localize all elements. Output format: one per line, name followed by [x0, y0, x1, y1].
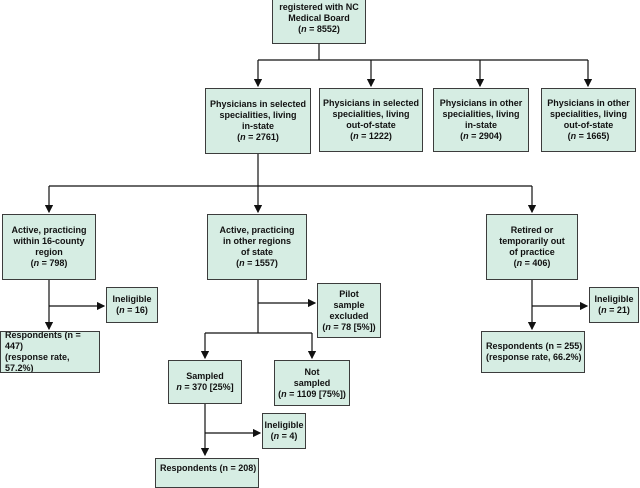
sampled-line-1: Sampled	[186, 371, 224, 381]
notsampled-count: 1109 [75%]	[296, 388, 343, 399]
node-ineligible-4: Ineligible (n = 4)	[262, 413, 306, 449]
node-pilot-excluded: Pilot sample excluded (n = 78 [5%])	[317, 283, 381, 338]
activeother-line-2: in other regions	[222, 236, 291, 246]
node-ineligible-21: Ineligible (n = 21)	[589, 287, 639, 323]
othin-line-3: in-state	[464, 120, 497, 130]
retired-line-3: of practice	[509, 247, 555, 257]
inel16-line-1: Ineligible	[112, 294, 152, 304]
inel16-count: 16	[134, 305, 145, 315]
node-registered-physicians: registered with NC Medical Board (n = 85…	[272, 0, 366, 44]
othout-line-2: specialities, living	[549, 109, 628, 119]
active16-count: 798	[49, 258, 65, 268]
node-other-in-state: Physicians in other specialities, living…	[433, 88, 529, 152]
active16-line-3: region	[35, 247, 63, 257]
selout-line-1: Physicians in selected	[322, 98, 420, 108]
inel4-line-1: Ineligible	[264, 420, 304, 430]
node-active-16-county: Active, practicing within 16-county regi…	[2, 214, 96, 280]
resp447-line-1: Respondents (n = 447)	[5, 331, 81, 351]
node-respondents-208: Respondents (n = 208)	[155, 458, 259, 488]
activeother-line-1: Active, practicing	[219, 225, 295, 235]
node-selected-in-state: Physicians in selected specialities, liv…	[205, 88, 311, 154]
node-retired: Retired or temporarily out of practice (…	[486, 214, 578, 280]
selin-count: 2761	[255, 132, 276, 142]
node-active-other-regions: Active, practicing in other regions of s…	[207, 214, 307, 280]
retired-line-1: Retired or	[510, 225, 554, 235]
resp447-line-2: (response rate, 57.2%)	[5, 352, 70, 373]
resp208-line-1: Respondents (n = 208)	[160, 463, 257, 473]
othout-line-3: out-of-state	[563, 120, 614, 130]
node-selected-out-of-state: Physicians in selected specialities, liv…	[319, 88, 423, 152]
resp255-line-2: (response rate, 66.2%)	[486, 352, 582, 362]
retired-count: 406	[532, 258, 548, 268]
active16-line-2: within 16-county	[13, 236, 85, 246]
node-respondents-255: Respondents (n = 255) (response rate, 66…	[481, 331, 585, 373]
notsampled-line-2: sampled	[293, 377, 331, 388]
notsampled-line-1: Not	[304, 366, 320, 377]
node-not-sampled: Not sampled (n = 1109 [75%])	[274, 360, 350, 406]
othin-line-2: specialities, living	[442, 109, 520, 119]
othin-line-1: Physicians in other	[439, 98, 523, 108]
selout-line-3: out-of-state	[346, 120, 396, 130]
selin-line-3: in-state	[241, 121, 274, 131]
selout-line-2: specialities, living	[332, 109, 410, 119]
selin-line-2: specialities, living	[219, 110, 297, 120]
othout-count: 1665	[586, 131, 607, 141]
retired-line-2: temporarily out	[499, 236, 565, 246]
pilot-line-3: excluded	[329, 310, 369, 321]
root-count: 8552	[316, 23, 337, 34]
pilot-line-2: sample	[333, 299, 365, 310]
root-line-2: Medical Board	[288, 12, 350, 23]
selin-line-1: Physicians in selected	[209, 99, 307, 109]
pilot-line-1: Pilot	[339, 288, 359, 299]
node-sampled: Sampled n = 370 [25%]	[168, 360, 242, 404]
inel4-count: 4	[289, 431, 295, 441]
othout-line-1: Physicians in other	[547, 98, 630, 108]
node-other-out-of-state: Physicians in other specialities, living…	[541, 88, 636, 152]
inel21-count: 21	[616, 305, 627, 315]
sampled-count: 370 [25%]	[192, 382, 234, 392]
othin-count: 2904	[478, 131, 499, 141]
active16-line-1: Active, practicing	[11, 225, 87, 235]
resp255-line-1: Respondents (n = 255)	[486, 341, 583, 351]
activeother-count: 1557	[254, 258, 275, 268]
activeother-line-3: of state	[240, 247, 273, 257]
selout-count: 1222	[368, 131, 389, 141]
node-respondents-447: Respondents (n = 447) (response rate, 57…	[0, 331, 100, 373]
root-line-1: registered with NC	[279, 1, 359, 12]
node-ineligible-16: Ineligible (n = 16)	[106, 287, 158, 323]
inel21-line-1: Ineligible	[594, 294, 634, 304]
pilot-count: 78 [5%]	[341, 321, 373, 332]
